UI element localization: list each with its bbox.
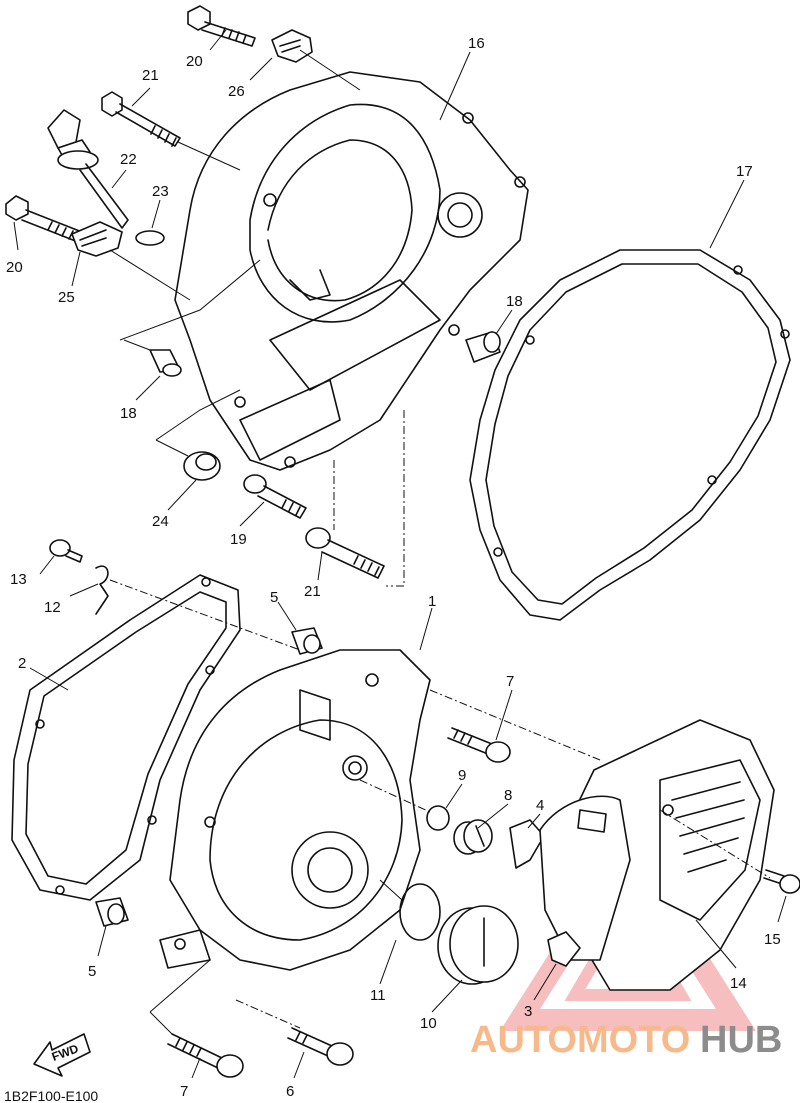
callout-11: 11 bbox=[370, 987, 386, 1004]
bolt-21-top bbox=[101, 91, 181, 147]
crankcase-cover-1 bbox=[159, 649, 431, 971]
callout-22: 22 bbox=[120, 151, 137, 168]
callout-10: 10 bbox=[420, 1015, 437, 1032]
callout-18-right: 18 bbox=[506, 293, 523, 310]
bolt-6 bbox=[287, 1027, 354, 1066]
grommet-3 bbox=[547, 931, 581, 967]
callout-25: 25 bbox=[58, 289, 75, 306]
bolt-7-lower bbox=[167, 1033, 244, 1078]
callout-2: 2 bbox=[18, 655, 26, 672]
bolt-21-lower bbox=[305, 527, 385, 579]
callout-8: 8 bbox=[504, 787, 512, 804]
clamp-26 bbox=[271, 29, 313, 63]
centre-lines bbox=[109, 410, 771, 1029]
grommet-4 bbox=[509, 819, 545, 869]
oil-seal-24 bbox=[183, 451, 221, 481]
cover-14 bbox=[539, 719, 775, 991]
callout-20-top: 20 bbox=[186, 53, 203, 70]
callout-5-upper: 5 bbox=[270, 589, 278, 606]
callout-13: 13 bbox=[10, 571, 27, 588]
callout-24: 24 bbox=[152, 513, 169, 530]
callout-20-mid: 20 bbox=[6, 259, 23, 276]
crankcase-cover-16 bbox=[174, 71, 529, 471]
o-ring-23 bbox=[135, 230, 165, 246]
dowel-pin-18-right bbox=[465, 331, 501, 363]
o-ring-11 bbox=[399, 883, 441, 941]
diagram-code: 1B2F100-E100 bbox=[4, 1088, 98, 1103]
callout-18-left: 18 bbox=[120, 405, 137, 422]
callout-14: 14 bbox=[730, 975, 747, 992]
callout-1: 1 bbox=[428, 593, 436, 610]
dowel-pin-5-lower bbox=[95, 897, 129, 927]
clip-12 bbox=[95, 565, 109, 615]
callout-6: 6 bbox=[286, 1083, 294, 1100]
bolt-20-mid bbox=[5, 195, 83, 243]
callout-7-lower: 7 bbox=[180, 1083, 188, 1100]
leader-lines bbox=[13, 29, 787, 1079]
callout-3: 3 bbox=[524, 1003, 532, 1020]
bolt-19 bbox=[243, 474, 307, 519]
dowel-pin-18-left bbox=[149, 349, 182, 377]
callout-9: 9 bbox=[458, 767, 466, 784]
callout-17: 17 bbox=[736, 163, 753, 180]
bolt-7-upper bbox=[447, 727, 511, 763]
callout-16: 16 bbox=[468, 35, 485, 52]
o-ring-9 bbox=[426, 805, 450, 831]
callout-12: 12 bbox=[44, 599, 61, 616]
callout-26: 26 bbox=[228, 83, 245, 100]
plug-8 bbox=[453, 819, 493, 855]
callout-7-upper: 7 bbox=[506, 673, 514, 690]
callout-21-lower: 21 bbox=[304, 583, 321, 600]
clamp-25 bbox=[71, 221, 123, 257]
callout-labels: 20 26 16 21 22 23 20 25 17 18 18 24 19 2… bbox=[6, 35, 781, 1100]
watermark-hub: HUB bbox=[700, 1019, 782, 1061]
gasket-17 bbox=[469, 249, 791, 621]
oil-dipstick-22 bbox=[47, 109, 129, 229]
callout-4: 4 bbox=[536, 797, 544, 814]
callout-5-lower: 5 bbox=[88, 963, 96, 980]
bolt-20-top bbox=[187, 5, 256, 47]
dowel-pin-5-upper bbox=[291, 627, 323, 655]
watermark-text: AUTOMOTO HUB bbox=[470, 1019, 782, 1061]
plug-10 bbox=[437, 905, 519, 985]
fwd-arrow-icon: FWD bbox=[33, 1033, 91, 1077]
callout-19: 19 bbox=[230, 531, 247, 548]
gasket-2 bbox=[11, 574, 241, 901]
callout-23: 23 bbox=[152, 183, 169, 200]
watermark-automoto: AUTOMOTO bbox=[470, 1019, 690, 1061]
callout-21-top: 21 bbox=[142, 67, 159, 84]
callout-15: 15 bbox=[764, 931, 781, 948]
bolt-15 bbox=[763, 869, 800, 894]
screw-13 bbox=[49, 539, 83, 563]
